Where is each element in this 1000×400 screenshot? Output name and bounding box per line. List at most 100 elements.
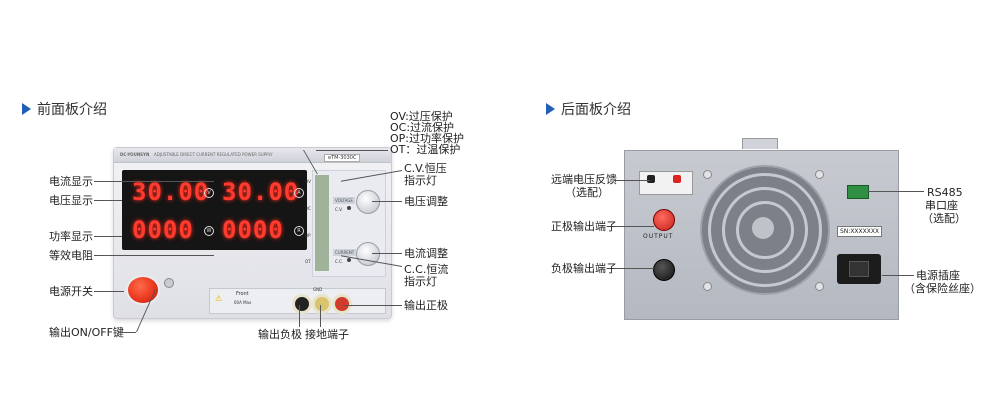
gnd-label: GND bbox=[313, 287, 323, 292]
leader-line bbox=[614, 226, 654, 227]
cv-led-icon bbox=[347, 206, 351, 210]
label-power-display: 功率显示 bbox=[49, 230, 93, 243]
front-top-strip: DC-YOUNSYN ADJUSTABLE DIRECT CURRENT REG… bbox=[114, 148, 391, 163]
leader-line bbox=[94, 236, 122, 237]
label-cv-indicator-1: C.V.恒压 bbox=[404, 162, 447, 175]
leader-line bbox=[882, 275, 914, 276]
leader-line bbox=[94, 291, 124, 292]
cc-short-label: C.C. bbox=[335, 259, 344, 264]
label-remote-sense-1: 远端电压反馈 bbox=[551, 173, 617, 186]
indicator-strip bbox=[315, 175, 329, 271]
positive-terminal[interactable] bbox=[332, 294, 352, 314]
label-equivalent-resistance: 等效电阻 bbox=[49, 249, 93, 262]
label-remote-sense-2: （选配） bbox=[565, 186, 609, 199]
leader-line bbox=[94, 181, 214, 182]
cc-tag: CURRENT bbox=[333, 249, 357, 256]
front-panel-heading: 前面板介绍 bbox=[22, 99, 107, 119]
label-cv-indicator-2: 指示灯 bbox=[404, 174, 437, 187]
label-negative-terminal: 负极输出端子 bbox=[551, 262, 617, 275]
sense-positive-icon bbox=[673, 175, 681, 183]
sense-negative-icon bbox=[647, 175, 655, 183]
label-power-switch: 电源开关 bbox=[49, 285, 93, 298]
output-onoff-button[interactable] bbox=[164, 278, 174, 288]
label-ov: OV:过压保护 bbox=[390, 110, 453, 123]
leader-line bbox=[372, 201, 402, 202]
label-op: OP:过功率保护 bbox=[390, 132, 464, 145]
front-panel-device: DC-YOUNSYN ADJUSTABLE DIRECT CURRENT REG… bbox=[113, 147, 392, 319]
serial-number: SN:XXXXXXX bbox=[837, 226, 883, 237]
fan-ring bbox=[722, 187, 808, 273]
label-rs485-1: RS485 bbox=[927, 186, 963, 199]
label-rs485-2: 串口座 bbox=[925, 199, 958, 212]
power-readout: 0000 bbox=[132, 216, 194, 244]
label-current-adjust: 电流调整 bbox=[404, 247, 448, 260]
back-panel-heading: 后面板介绍 bbox=[546, 99, 631, 119]
leader-line bbox=[118, 332, 136, 333]
ground-terminal[interactable] bbox=[312, 294, 332, 314]
cv-tag: VOLTAGE bbox=[333, 197, 355, 204]
current-readout: 30.00 bbox=[222, 178, 300, 206]
label-output-negative: 输出负极 bbox=[258, 328, 302, 341]
label-current-display: 电流显示 bbox=[49, 175, 93, 188]
indicator-op: OP bbox=[305, 233, 311, 238]
unit-a-icon: A bbox=[294, 188, 304, 198]
triangle-bullet-icon bbox=[22, 103, 31, 115]
screw-icon bbox=[815, 282, 824, 291]
socket-pins-icon bbox=[849, 261, 869, 277]
fan-hub-icon bbox=[752, 217, 774, 239]
front-panel-title: 前面板介绍 bbox=[37, 102, 107, 118]
unit-v-icon: V bbox=[204, 188, 214, 198]
label-positive-terminal: 正极输出端子 bbox=[551, 220, 617, 233]
back-panel-title: 后面板介绍 bbox=[561, 102, 631, 118]
negative-terminal[interactable] bbox=[292, 294, 312, 314]
output-text: OUTPUT bbox=[643, 233, 674, 240]
leader-line bbox=[614, 268, 654, 269]
top-handle bbox=[742, 138, 778, 149]
max-label: 60A Max bbox=[234, 300, 252, 305]
label-output-key: 输出ON/OFF键 bbox=[49, 326, 124, 339]
indicator-ov: OV bbox=[305, 179, 311, 184]
screw-icon bbox=[815, 170, 824, 179]
label-cc-indicator-2: 指示灯 bbox=[404, 275, 437, 288]
leader-line bbox=[299, 305, 300, 327]
description-text: ADJUSTABLE DIRECT CURRENT REGULATED POWE… bbox=[154, 152, 273, 157]
unit-w-icon: W bbox=[204, 226, 214, 236]
leader-line bbox=[316, 150, 388, 151]
screw-icon bbox=[703, 282, 712, 291]
fan-ring bbox=[736, 201, 794, 259]
led-display: 30.00 V 30.00 A 0000 W 0000 R bbox=[122, 170, 307, 250]
label-voltage-display: 电压显示 bbox=[49, 194, 93, 207]
label-power-socket-2: （含保险丝座） bbox=[904, 282, 981, 295]
label-voltage-adjust: 电压调整 bbox=[404, 195, 448, 208]
unit-r-icon: R bbox=[294, 226, 304, 236]
rs485-connector[interactable] bbox=[847, 185, 869, 199]
indicator-ot: OT bbox=[305, 259, 311, 264]
fan-ring bbox=[708, 173, 822, 287]
label-power-socket-1: 电源插座 bbox=[916, 269, 960, 282]
leader-line bbox=[372, 253, 402, 254]
model-badge: eTM-3030C bbox=[324, 154, 361, 162]
voltage-adjust-knob[interactable] bbox=[356, 190, 380, 214]
positive-output-terminal[interactable] bbox=[653, 209, 675, 231]
triangle-bullet-icon bbox=[546, 103, 555, 115]
brand-text: DC-YOUNSYN bbox=[120, 152, 150, 157]
indicator-oc: OC bbox=[305, 206, 311, 211]
voltage-readout: 30.00 bbox=[132, 178, 210, 206]
label-oc: OC:过流保护 bbox=[390, 121, 455, 134]
cc-led-icon bbox=[347, 258, 351, 262]
leader-line bbox=[614, 180, 650, 181]
leader-line bbox=[344, 305, 402, 306]
warning-icon: ⚠ bbox=[215, 294, 223, 303]
leader-line bbox=[94, 200, 122, 201]
label-rs485-3: （选配） bbox=[922, 212, 966, 225]
leader-line bbox=[868, 191, 924, 192]
leader-line bbox=[320, 305, 321, 327]
cooling-fan bbox=[700, 165, 830, 295]
negative-output-terminal[interactable] bbox=[653, 259, 675, 281]
label-cc-indicator-1: C.C.恒流 bbox=[404, 263, 449, 276]
label-output-positive: 输出正极 bbox=[404, 299, 448, 312]
cv-short-label: C.V. bbox=[335, 207, 343, 212]
leader-line bbox=[94, 255, 214, 256]
front-label: Front bbox=[236, 291, 249, 297]
label-ground-terminal: 接地端子 bbox=[305, 328, 349, 341]
